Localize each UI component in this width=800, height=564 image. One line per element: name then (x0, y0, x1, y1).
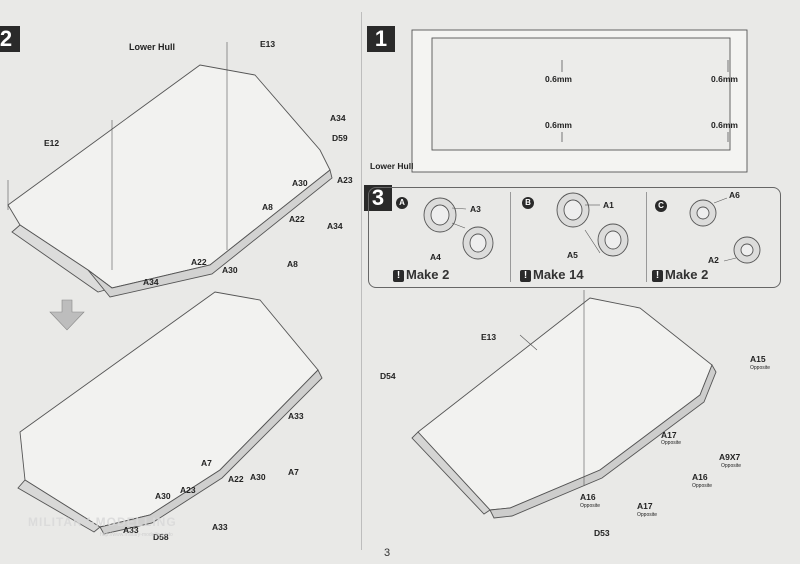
part-a30: A30 (292, 178, 308, 188)
part-a17: A17 (637, 501, 653, 511)
part-a33: A33 (123, 525, 139, 535)
dimension-label: 0.6mm (711, 74, 738, 84)
part-a16: A16 (580, 492, 596, 502)
lower-hull-label: Lower Hull (129, 42, 176, 52)
exclamation-icon: ! (652, 270, 663, 282)
part-a2: A2 (708, 255, 719, 265)
dimension-label: 0.6mm (545, 120, 572, 130)
opposite-note: Opposite (692, 483, 713, 489)
part-a33: A33 (288, 411, 304, 421)
opposite-note: Opposite (661, 440, 682, 446)
part-a34: A34 (330, 113, 346, 123)
step-2-number: 2 (0, 26, 20, 52)
part-a34: A34 (327, 221, 343, 231)
make-count-a: !Make 2 (393, 267, 449, 282)
page-divider (361, 12, 362, 550)
box-divider (510, 192, 511, 282)
part-d53: D53 (594, 528, 610, 538)
part-e12: E12 (44, 138, 60, 148)
part-e13: E13 (481, 332, 497, 342)
exclamation-icon: ! (393, 270, 404, 282)
part-a15: A15 (750, 354, 766, 364)
part-a9x7: A9X7 (719, 452, 741, 462)
box-divider (646, 192, 647, 282)
part-d54: D54 (380, 371, 396, 381)
part-e13: E13 (260, 39, 276, 49)
part-a22: A22 (289, 214, 305, 224)
opposite-note: Opposite (721, 463, 742, 469)
sub-step-b-badge: B (522, 197, 534, 209)
make-text: Make 14 (533, 267, 584, 282)
sub-step-a-badge: A (396, 197, 408, 209)
part-a33: A33 (212, 522, 228, 532)
part-a8: A8 (287, 259, 298, 269)
part-a30: A30 (222, 265, 238, 275)
watermark-url: http://www.military-modelling.info (100, 532, 173, 538)
sub-step-c-badge: C (655, 200, 667, 212)
part-a1: A1 (603, 200, 614, 210)
part-a5: A5 (567, 250, 578, 260)
part-a7: A7 (288, 467, 299, 477)
step-1-number: 1 (367, 26, 395, 52)
part-a3: A3 (470, 204, 481, 214)
part-d58: D58 (153, 532, 169, 542)
part-a6: A6 (729, 190, 740, 200)
part-a17: A17 (661, 430, 677, 440)
step-arrow (49, 299, 85, 331)
make-text: Make 2 (406, 267, 450, 282)
part-a30: A30 (155, 491, 171, 501)
opposite-note: Opposite (580, 503, 601, 509)
part-a4: A4 (430, 252, 441, 262)
part-a7: A7 (201, 458, 212, 468)
dimension-label: 0.6mm (545, 74, 572, 84)
part-a8: A8 (262, 202, 273, 212)
part-a23: A23 (180, 485, 196, 495)
part-a22: A22 (228, 474, 244, 484)
part-a30: A30 (250, 472, 266, 482)
part-d59: D59 (332, 133, 348, 143)
opposite-note: Opposite (637, 512, 658, 518)
make-text: Make 2 (665, 267, 709, 282)
lower-hull-label: Lower Hull (370, 161, 414, 171)
watermark: MILITARY-MODELLING (28, 515, 177, 529)
dimension-label: 0.6mm (711, 120, 738, 130)
part-a23: A23 (337, 175, 353, 185)
sub-assembly-box (368, 187, 781, 288)
page-number: 3 (384, 547, 391, 559)
opposite-note: Opposite (750, 365, 771, 371)
make-count-c: !Make 2 (652, 267, 708, 282)
exclamation-icon: ! (520, 270, 531, 282)
part-a34: A34 (143, 277, 159, 287)
make-count-b: !Make 14 (520, 267, 584, 282)
part-a22: A22 (191, 257, 207, 267)
part-a16: A16 (692, 472, 708, 482)
lower-hull-step3-shape (417, 297, 713, 511)
